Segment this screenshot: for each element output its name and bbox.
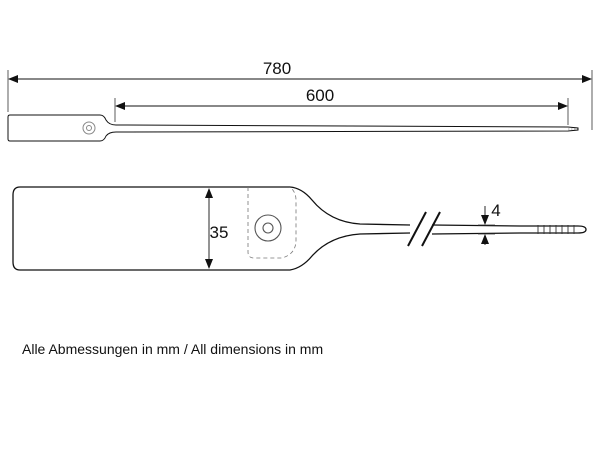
units-caption: Alle Abmessungen in mm / All dimensions … bbox=[22, 341, 324, 357]
strap-tip-serrations bbox=[537, 225, 575, 234]
hole-reinforcement-outline bbox=[247, 186, 297, 259]
break-mark-left bbox=[407, 211, 427, 247]
seal-hole-outer bbox=[254, 214, 282, 242]
seal-overview-outline bbox=[7, 114, 579, 142]
seal-overview-hole-inner bbox=[86, 125, 92, 131]
break-mark-right bbox=[421, 211, 441, 247]
dimension-label-4: 4 bbox=[491, 201, 500, 220]
seal-hole-inner bbox=[262, 222, 274, 234]
strap-outline bbox=[431, 224, 587, 235]
overview-view: 780 600 bbox=[7, 59, 593, 142]
tag-outline-bottom bbox=[12, 186, 411, 271]
tag-outline-top bbox=[20, 186, 411, 226]
dimension-label-35: 35 bbox=[210, 223, 229, 242]
detail-view: 35 4 bbox=[12, 186, 587, 271]
seal-overview-hole bbox=[82, 121, 96, 135]
dimension-label-780: 780 bbox=[263, 59, 291, 78]
dimension-label-600: 600 bbox=[306, 86, 334, 105]
